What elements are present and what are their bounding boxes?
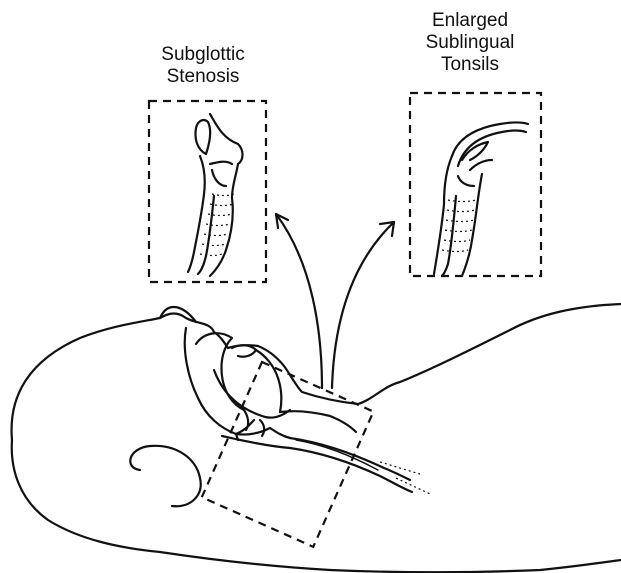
arrow-to-tonsils-inset (332, 222, 394, 388)
subglottic-stenosis-inset-drawing (188, 114, 243, 276)
tonsils-inset-box (410, 93, 541, 276)
arrow-to-subglottic-inset (276, 214, 322, 388)
subglottic-inset-box (149, 101, 266, 282)
sublingual-tonsils-inset-drawing (434, 123, 528, 277)
neck-region-dashed-box (202, 362, 374, 547)
callout-arrows (276, 214, 394, 388)
oral-airway-structures (185, 328, 430, 494)
head-profile-outline (12, 304, 621, 572)
